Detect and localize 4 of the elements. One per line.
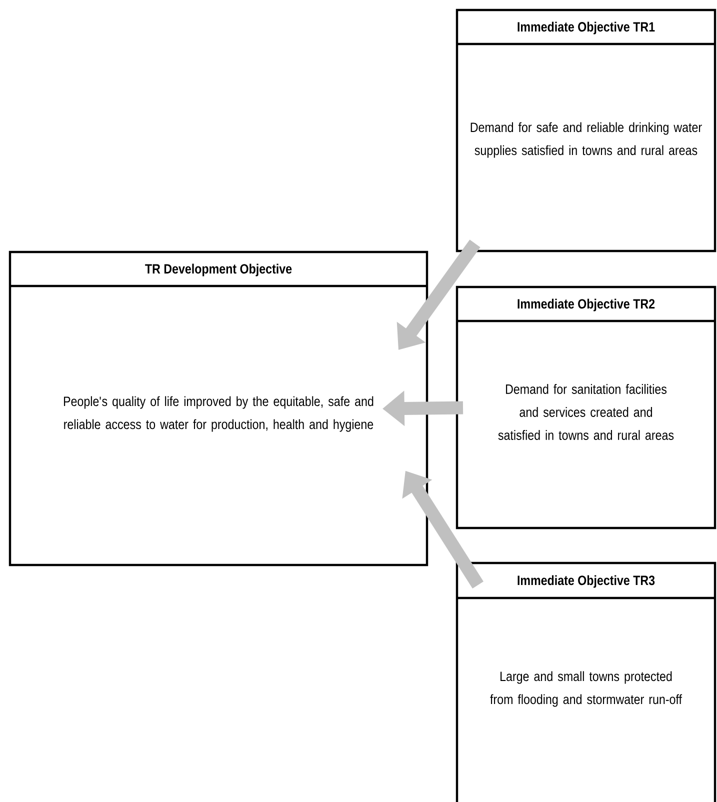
objective-box: Immediate Objective TR3 Large and small towns protected from flooding and stormwater run-off [456, 562, 716, 802]
objective-box: Immediate Objective TR2 Demand for sanitation facilities and services created and satisfied in towns and rural areas [456, 286, 716, 530]
objective-box: TR Development Objective People's quality of life improved by the equitable, safe and reliable access to water for production, health and hygiene [8, 250, 428, 566]
objective-box: Immediate Objective TR1 Demand for safe and reliable drinking water supplies satisfied in towns and rural areas [456, 8, 716, 252]
